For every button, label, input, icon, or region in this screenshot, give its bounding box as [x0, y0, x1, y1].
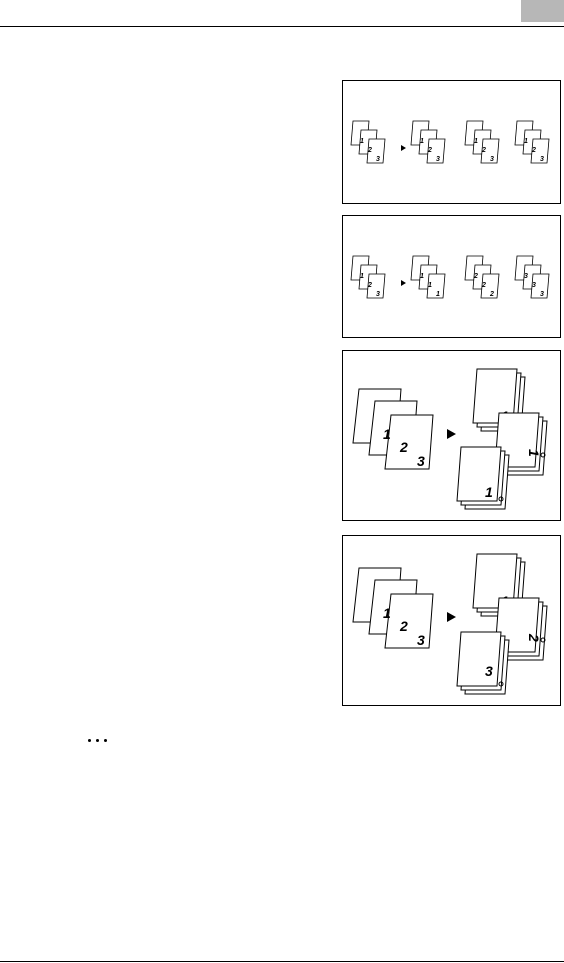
page-label: 3	[524, 273, 528, 280]
page-label: 1	[428, 282, 432, 289]
page-label: 1	[360, 273, 364, 280]
footer-rule	[0, 961, 564, 962]
page-label: 2	[473, 273, 478, 280]
page-label: 2	[367, 147, 372, 154]
page-label: 2	[399, 439, 408, 455]
page-label: 2	[531, 147, 536, 154]
arrow-right-icon	[447, 429, 456, 439]
page-label: 3	[485, 663, 493, 679]
group-illustration: 1 2 3 1 1 1 2 2 2	[350, 255, 550, 299]
sort-illustration: 1 2 3 1 2 3 1 2 3	[350, 120, 550, 164]
page-label: 2	[367, 282, 372, 289]
sort-illustration-panel: 1 2 3 1 2 3 1 2 3	[342, 80, 561, 204]
page-label: 3	[540, 291, 544, 298]
page-label: 3	[376, 291, 380, 298]
staple-icon	[540, 637, 546, 643]
page-label: 2	[481, 282, 486, 289]
page-label: 1	[524, 138, 528, 145]
header-rule	[0, 26, 564, 27]
staple-icon	[498, 496, 504, 502]
page-label: 3	[540, 156, 544, 163]
note-ellipsis-icon	[84, 735, 114, 747]
group-stapled-illustration-panel: 1 2 3 1 2 3	[342, 535, 561, 706]
page-label: 2	[427, 147, 432, 154]
chapter-tab	[521, 0, 564, 22]
page-label: 1	[420, 138, 424, 145]
page-label: 3	[417, 453, 425, 469]
page-label: 1	[436, 291, 440, 298]
page-label: 3	[417, 632, 425, 648]
group-stapled-illustration: 1 2 3 1 2 3	[352, 553, 548, 695]
page-label: 1	[360, 138, 364, 145]
page-label: 1	[485, 484, 493, 500]
page-label: 3	[376, 156, 380, 163]
sort-stapled-illustration-panel: 1 2 3 1 1	[342, 350, 561, 521]
staple-icon	[498, 681, 504, 687]
page-label: 3	[532, 282, 536, 289]
page-label: 3	[436, 156, 440, 163]
page-label: 2	[399, 618, 408, 634]
arrow-right-icon	[447, 612, 456, 622]
page-label: 2	[489, 291, 494, 298]
page-label: 1	[474, 138, 478, 145]
page-label: 1	[383, 605, 391, 621]
arrow-right-icon	[401, 145, 406, 151]
staple-icon	[540, 452, 546, 458]
page-label: 1	[526, 449, 542, 457]
page-label: 3	[490, 156, 494, 163]
page-label: 2	[481, 147, 486, 154]
page-label: 1	[383, 426, 391, 442]
group-illustration-panel: 1 2 3 1 1 1 2 2 2	[342, 215, 561, 338]
page-label: 1	[420, 273, 424, 280]
arrow-right-icon	[401, 280, 406, 286]
page-label: 2	[526, 633, 542, 642]
sort-stapled-illustration: 1 2 3 1 1	[352, 368, 548, 510]
